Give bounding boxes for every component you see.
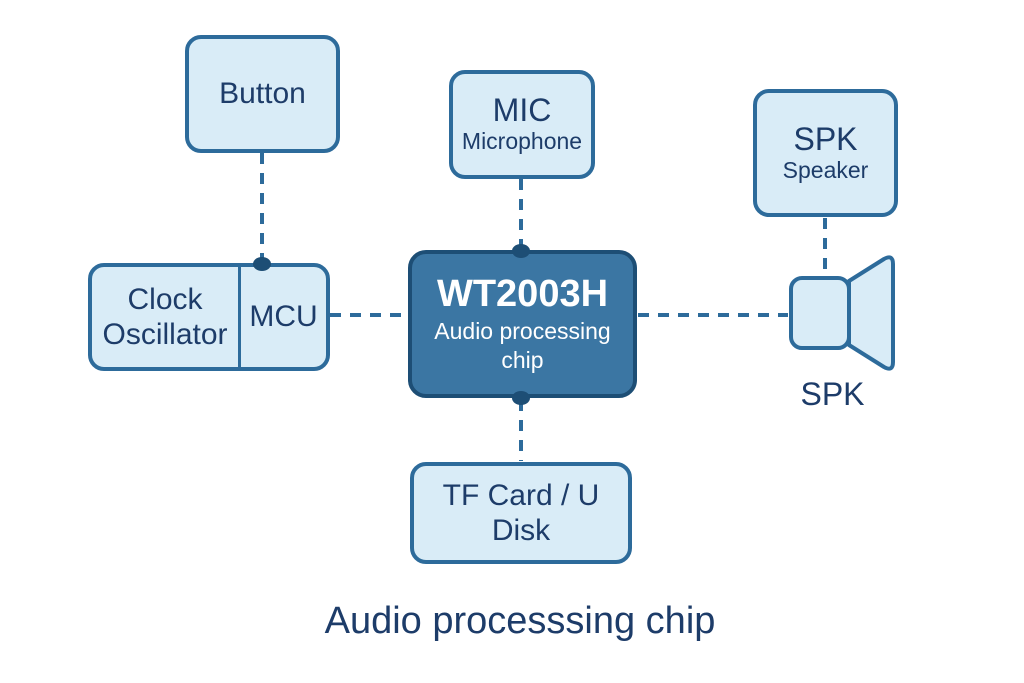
chip-title: WT2003H	[436, 273, 609, 316]
wt2003h-chip-node: WT2003H Audio processing chip	[408, 250, 637, 398]
clock-oscillator-label: Clock Oscillator	[102, 282, 228, 351]
mcu-label: MCU	[249, 300, 318, 334]
button-label: Button	[219, 77, 306, 111]
mcu-cell: MCU	[238, 267, 326, 367]
mic-node: MIC Microphone	[449, 70, 595, 179]
clock-oscillator-cell: Clock Oscillator	[92, 267, 238, 367]
spk-node: SPK Speaker	[753, 89, 898, 217]
spk-title: SPK	[793, 120, 858, 157]
chip-subtitle: Audio processing chip	[434, 318, 611, 373]
spk-subtitle: Speaker	[782, 156, 869, 183]
diagram-caption: Audio processsing chip	[324, 600, 716, 642]
storage-node: TF Card / U Disk	[410, 462, 632, 564]
button-node: Button	[185, 35, 340, 153]
speaker-icon-label: SPK	[800, 376, 865, 412]
speaker-horn-icon	[789, 255, 895, 371]
mic-title: MIC	[492, 92, 552, 129]
storage-label: TF Card / U Disk	[442, 478, 600, 547]
speaker-body	[789, 276, 851, 350]
speaker-cone	[847, 255, 895, 371]
mic-subtitle: Microphone	[461, 128, 583, 155]
clock-mcu-node: Clock Oscillator MCU	[88, 263, 330, 371]
